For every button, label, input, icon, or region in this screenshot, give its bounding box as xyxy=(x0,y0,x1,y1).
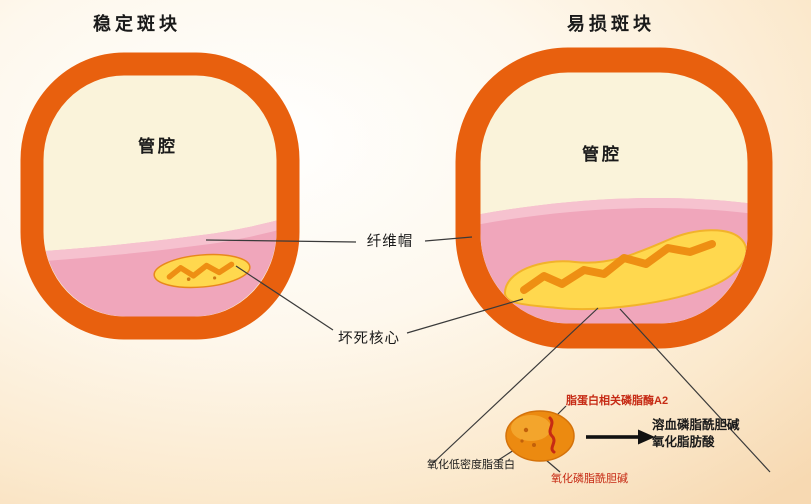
zoom-cone-line-left xyxy=(432,307,599,464)
oxpc-pointer-line xyxy=(545,459,561,473)
necrotic-core-shape xyxy=(153,253,251,289)
particle-dot xyxy=(520,439,524,443)
necrotic-core-squiggle xyxy=(166,261,235,280)
callout-line-necrotic-left xyxy=(235,265,334,331)
ldl-particle-highlight xyxy=(511,415,551,441)
particle-dot xyxy=(523,427,529,433)
vulnerable-plaque-vessel xyxy=(455,47,773,349)
stable-plaque-title: 稳定斑块 xyxy=(93,13,181,34)
plaque-highlight xyxy=(480,198,748,228)
oxldl-label: 氧化低密度脂蛋白 xyxy=(427,457,515,471)
callout-line-fibrous-cap-right xyxy=(424,236,473,242)
lumen-label-right: 管腔 xyxy=(582,144,622,164)
stable-plaque-vessel xyxy=(20,52,300,340)
plaque-highlight xyxy=(43,214,277,262)
ldl-particle-diagram xyxy=(505,410,655,462)
zoom-cone-line-right xyxy=(619,308,771,473)
product-label-1: 溶血磷脂酰胆碱 xyxy=(652,417,740,432)
enzyme-label: 脂蛋白相关磷脂酶A2 xyxy=(565,393,668,407)
product-label-2: 氧化脂肪酸 xyxy=(651,434,715,449)
vulnerable-plaque-title: 易损斑块 xyxy=(567,13,655,34)
callout-line-fibrous-cap-left xyxy=(205,239,357,243)
callout-lines xyxy=(205,236,771,473)
oxidized-phospholipid-squiggle-icon xyxy=(548,416,556,454)
oxpc-label: 氧化磷脂酰胆碱 xyxy=(551,471,628,485)
necrotic-core-label: 坏死核心 xyxy=(338,330,400,347)
particle-dot xyxy=(532,443,536,447)
reaction-arrow-icon xyxy=(586,429,655,445)
fibrous-cap-label: 纤维帽 xyxy=(367,233,414,250)
necrotic-core-squiggle xyxy=(520,240,716,294)
callout-line-necrotic-right xyxy=(406,298,524,334)
lumen-label-left: 管腔 xyxy=(138,136,178,156)
